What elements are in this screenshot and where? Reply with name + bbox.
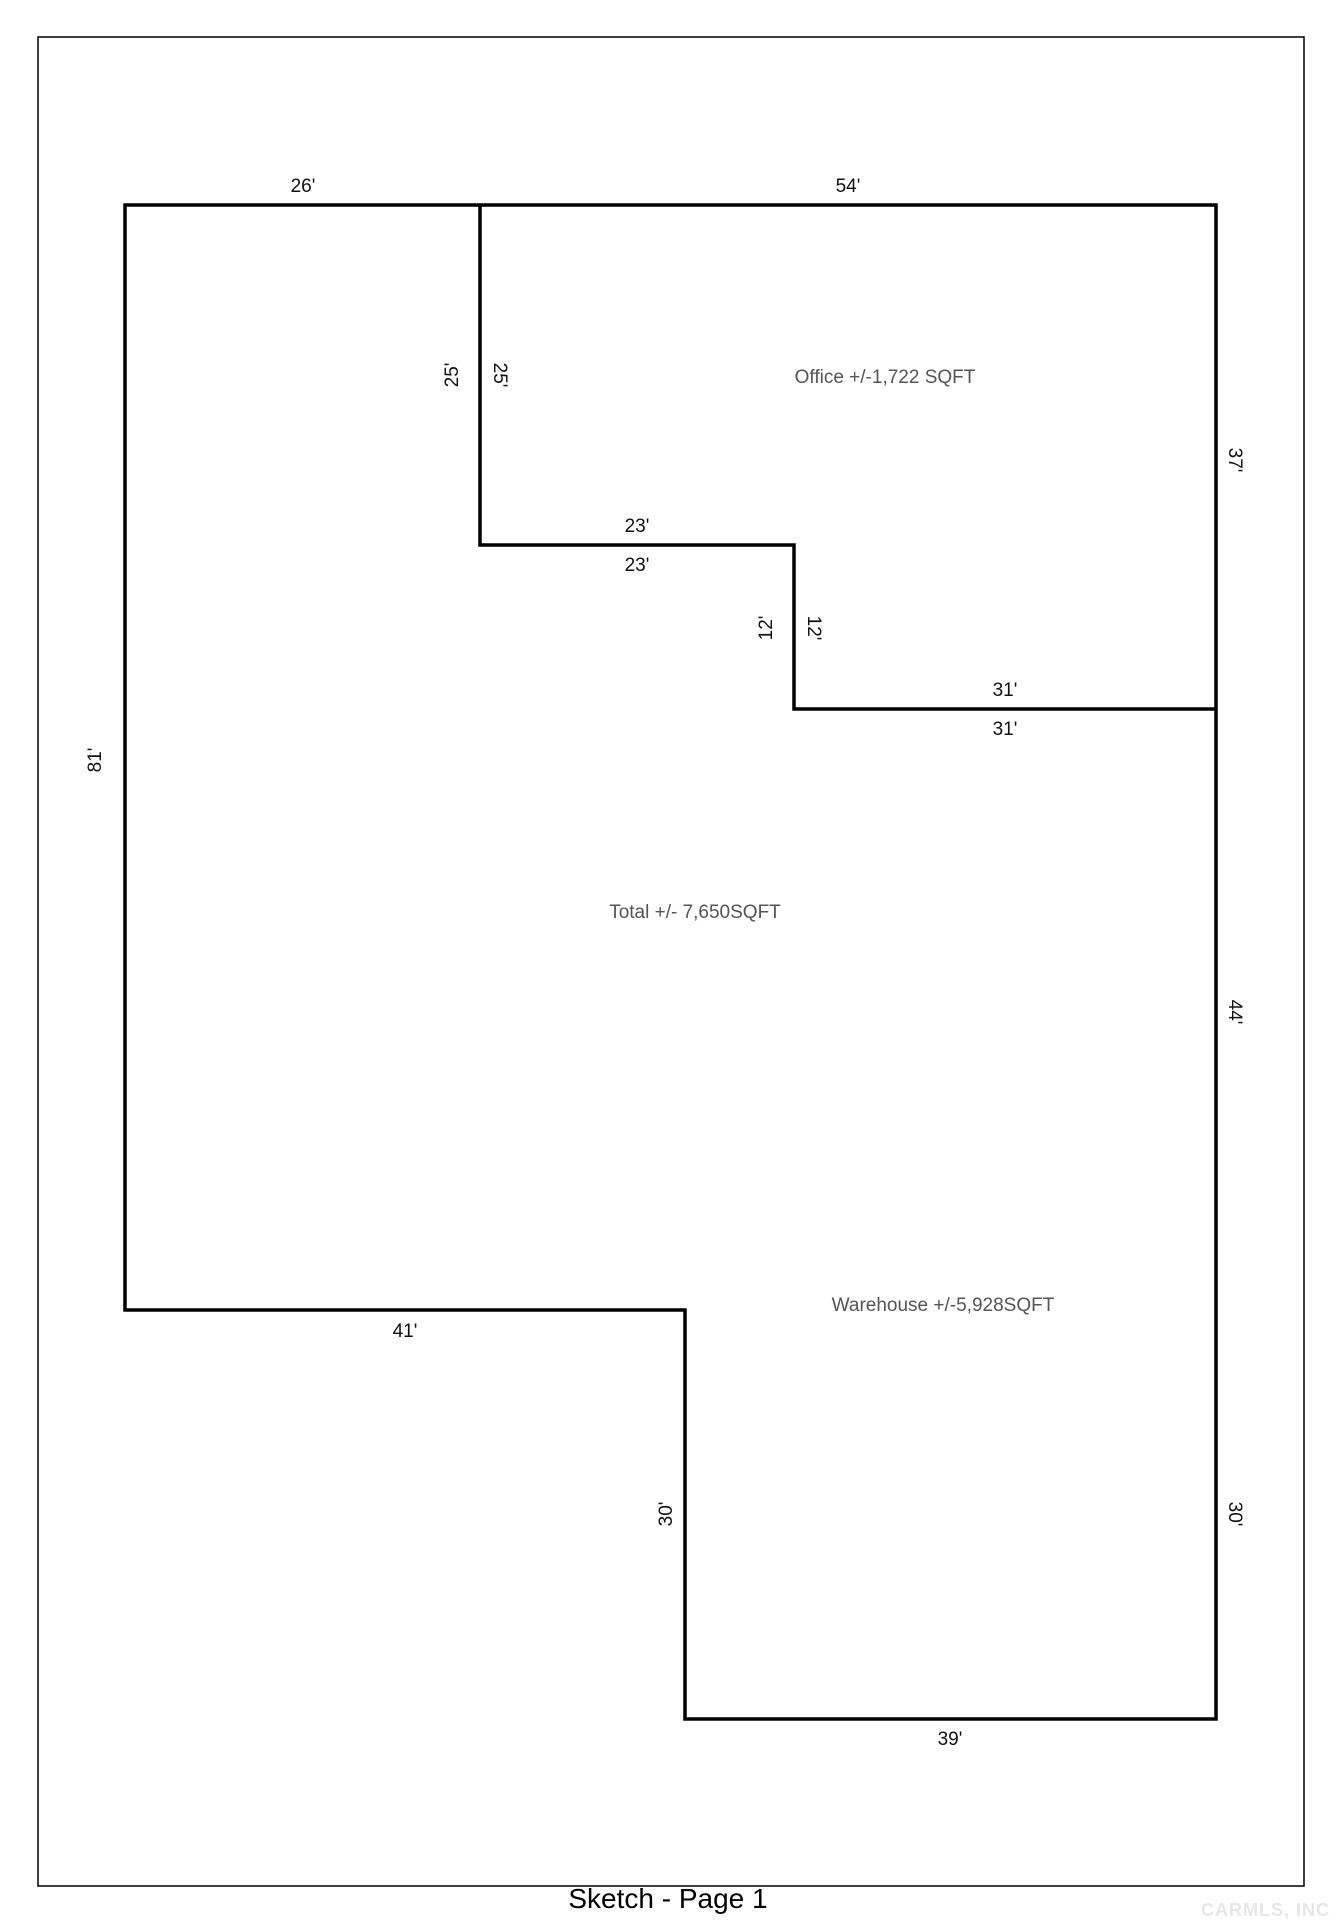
dimension-right-middle: 44' [1224, 1000, 1245, 1025]
watermark-logo: CARMLS, INC [1201, 1900, 1330, 1920]
dimension-left-side: 81' [85, 748, 106, 773]
dimension-office-step-bottom: 23' [625, 555, 650, 576]
dimension-office-lower-top: 31' [993, 680, 1018, 701]
page-border [37, 36, 1305, 1887]
warehouse-area-label: Warehouse +/-5,928SQFT [832, 1295, 1055, 1316]
dimension-bottom-left: 41' [393, 1321, 418, 1342]
dimension-office-step-top: 23' [625, 516, 650, 537]
dimension-office-left-outer: 25' [442, 363, 463, 388]
dimension-top-left: 26' [291, 176, 316, 197]
dimension-office-lower-bottom: 31' [993, 719, 1018, 740]
dimension-office-riser-outer: 12' [756, 616, 777, 641]
building-outline [123, 203, 1218, 1721]
dimension-office-riser-inner: 12' [803, 616, 824, 641]
dimension-office-left-inner: 25' [489, 363, 510, 388]
dimension-bottom-right: 39' [938, 1729, 963, 1750]
page-caption: Sketch - Page 1 [568, 1883, 768, 1914]
dimension-inner-vertical: 30' [656, 1502, 677, 1527]
total-area-label: Total +/- 7,650SQFT [609, 902, 781, 923]
dimension-top-right: 54' [836, 176, 861, 197]
dimension-right-lower: 30' [1224, 1502, 1245, 1527]
office-partition [478, 205, 1216, 711]
dimension-right-upper: 37' [1224, 448, 1245, 473]
office-area-label: Office +/-1,722 SQFT [795, 367, 976, 388]
